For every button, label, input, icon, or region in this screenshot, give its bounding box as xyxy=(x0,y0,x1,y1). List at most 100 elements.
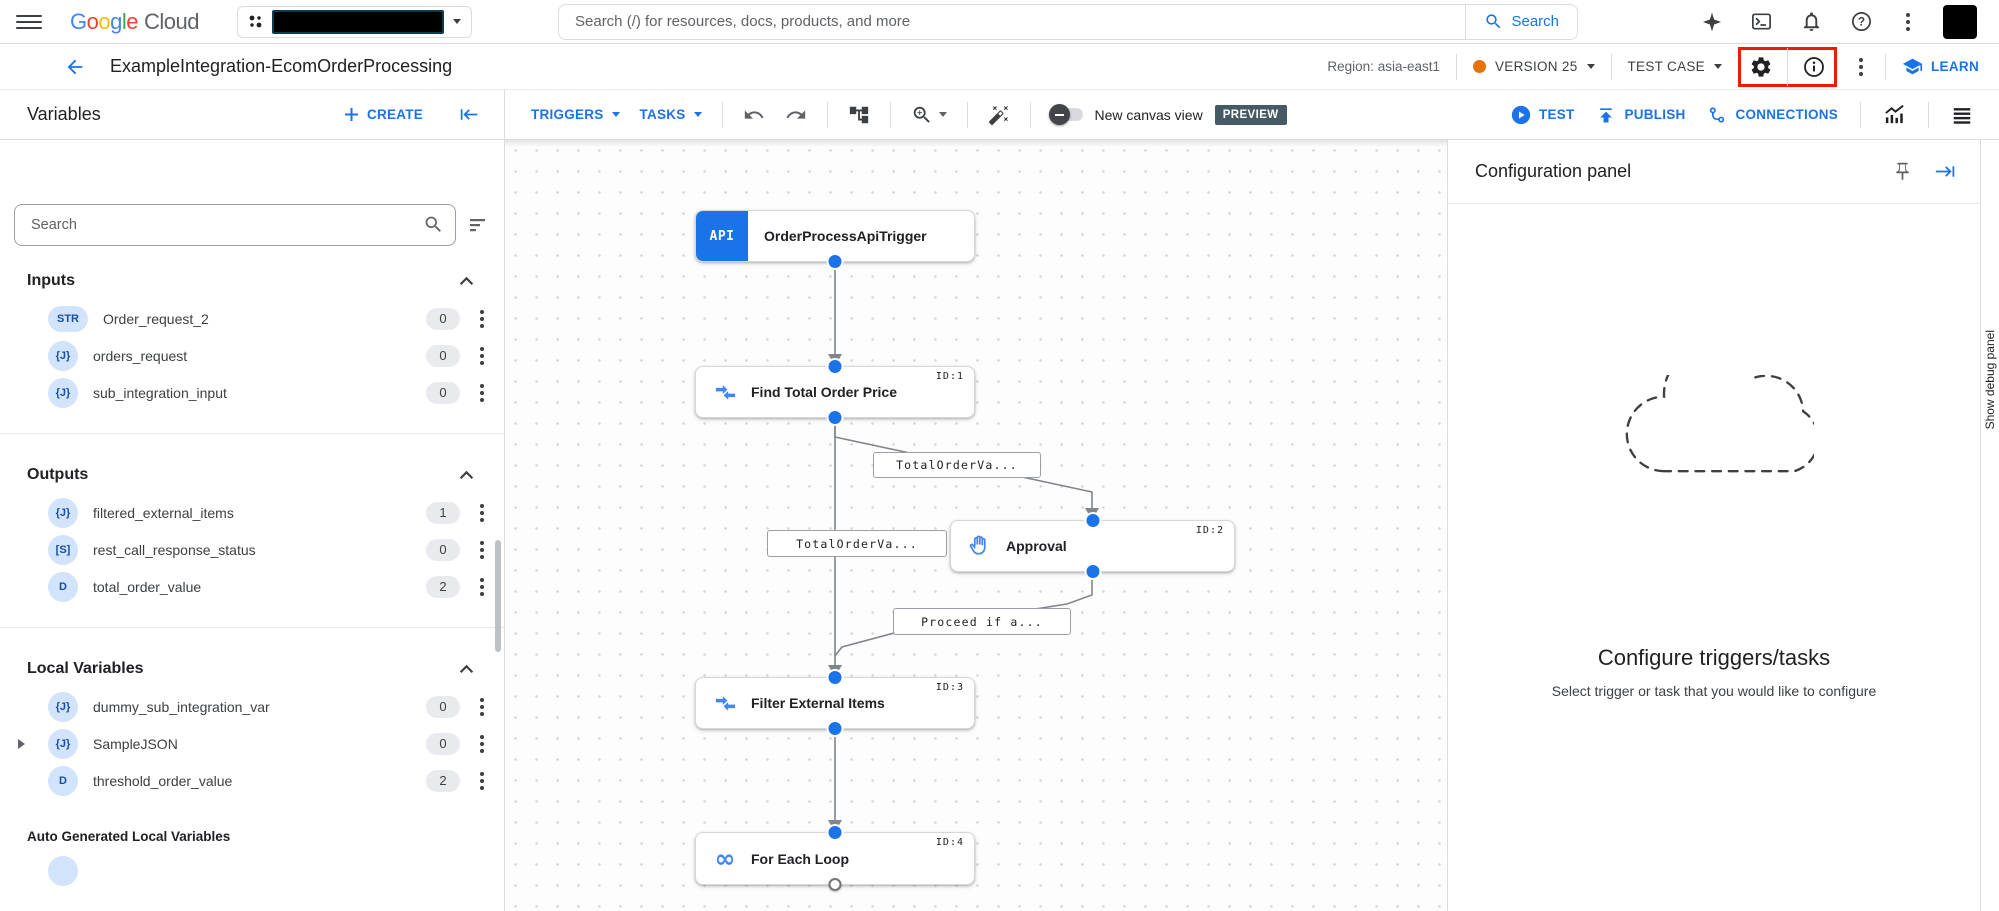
connection-dot[interactable] xyxy=(828,360,842,373)
metrics-button[interactable] xyxy=(1883,103,1906,126)
variables-sidebar: Inputs STR Order_request_2 0 {J} orders_… xyxy=(0,140,505,911)
collapse-variables-panel-button[interactable] xyxy=(459,104,480,125)
variable-name: filtered_external_items xyxy=(93,504,234,521)
connections-button[interactable]: CONNECTIONS xyxy=(1707,105,1838,125)
more-options-icon[interactable] xyxy=(1900,10,1916,34)
variable-count-badge: 2 xyxy=(426,769,460,792)
collapse-chevron-icon[interactable] xyxy=(459,470,474,480)
gemini-button[interactable] xyxy=(1701,11,1723,33)
connection-dot[interactable] xyxy=(828,878,842,891)
project-selector[interactable] xyxy=(237,5,472,38)
learn-button[interactable]: LEARN xyxy=(1902,56,1979,77)
variable-row[interactable]: STR Order_request_2 0 xyxy=(0,300,504,337)
bell-icon xyxy=(1803,12,1820,32)
connection-dot[interactable] xyxy=(828,722,842,735)
variables-search-input[interactable] xyxy=(14,204,456,246)
task-node-filter-external-items[interactable]: ID:3 Filter External Items xyxy=(695,671,975,735)
variable-row[interactable]: {J} orders_request 0 xyxy=(0,337,504,374)
show-debug-panel-toggle[interactable]: Show debug panel xyxy=(1980,140,1999,911)
info-button[interactable] xyxy=(1802,55,1826,79)
more-options-icon[interactable] xyxy=(474,307,490,331)
collapse-chevron-icon[interactable] xyxy=(459,664,474,674)
avatar[interactable] xyxy=(1943,4,1977,39)
chevron-down-icon xyxy=(611,112,620,117)
variable-type-badge: [S] xyxy=(48,534,78,565)
create-variable-button[interactable]: CREATE xyxy=(344,107,423,122)
more-options-icon[interactable] xyxy=(474,344,490,368)
sort-variables-button[interactable] xyxy=(468,215,488,235)
redo-button[interactable] xyxy=(785,104,807,126)
help-button[interactable]: ? xyxy=(1850,10,1873,33)
notifications-button[interactable] xyxy=(1800,10,1823,33)
more-options-icon[interactable] xyxy=(474,501,490,525)
variable-row[interactable]: {J} dummy_sub_integration_var 0 xyxy=(0,688,504,725)
undo-button[interactable] xyxy=(743,104,765,126)
task-node-approval[interactable]: ID:2 Approval xyxy=(950,514,1235,578)
beautify-button[interactable] xyxy=(988,104,1010,126)
more-options-icon[interactable] xyxy=(474,575,490,599)
menu-icon[interactable] xyxy=(16,9,42,35)
divider xyxy=(1029,101,1031,128)
task-node-find-total-order-price[interactable]: ID:1 Find Total Order Price xyxy=(695,360,975,424)
connection-dot[interactable] xyxy=(828,671,842,684)
divider xyxy=(889,101,891,128)
test-button[interactable]: TEST xyxy=(1511,105,1575,125)
variable-row[interactable]: D threshold_order_value 2 xyxy=(0,762,504,799)
cloud-shell-button[interactable] xyxy=(1750,10,1773,33)
trigger-node-order-process-api[interactable]: API OrderProcessApiTrigger xyxy=(695,210,975,268)
search-icon xyxy=(1486,14,1501,29)
more-options-icon[interactable] xyxy=(474,695,490,719)
triggers-dropdown[interactable]: TRIGGERS xyxy=(531,107,620,122)
global-search-input[interactable] xyxy=(559,4,1466,39)
variable-row[interactable] xyxy=(48,856,504,886)
node-label: For Each Loop xyxy=(751,850,849,867)
variable-name: total_order_value xyxy=(93,578,202,595)
region-label: Region: asia-east1 xyxy=(1327,59,1440,74)
logs-button[interactable] xyxy=(1951,104,1973,126)
task-node-for-each-loop[interactable]: ID:4 ∞ For Each Loop xyxy=(695,826,975,891)
more-options-icon[interactable] xyxy=(474,769,490,793)
pin-panel-button[interactable] xyxy=(1892,161,1913,182)
publish-button[interactable]: PUBLISH xyxy=(1596,105,1685,125)
variable-row[interactable]: D total_order_value 2 xyxy=(0,568,504,605)
more-options-icon[interactable] xyxy=(474,381,490,405)
variable-row[interactable]: [S] rest_call_response_status 0 xyxy=(0,531,504,568)
redo-icon xyxy=(786,109,805,119)
expand-arrow-icon[interactable] xyxy=(18,738,25,749)
sidebar-scrollbar[interactable] xyxy=(495,540,501,652)
more-options-icon[interactable] xyxy=(474,732,490,756)
divider xyxy=(966,101,968,128)
variable-row[interactable]: {J} sub_integration_input 0 xyxy=(0,374,504,411)
new-canvas-view-toggle[interactable] xyxy=(1048,104,1083,125)
connection-dot[interactable] xyxy=(828,411,842,424)
integration-canvas[interactable]: TotalOrderVa... TotalOrderVa... Proceed … xyxy=(505,140,1447,911)
tasks-dropdown[interactable]: TASKS xyxy=(640,107,702,122)
connection-dot[interactable] xyxy=(1086,565,1099,578)
more-options-icon[interactable] xyxy=(1853,55,1869,79)
search-button[interactable]: Search xyxy=(1465,4,1577,39)
play-circle-icon xyxy=(1511,105,1531,124)
back-button[interactable] xyxy=(64,56,86,78)
edge-label[interactable]: Proceed if a... xyxy=(893,608,1071,635)
settings-button[interactable] xyxy=(1749,55,1773,79)
auto-layout-button[interactable] xyxy=(848,104,870,126)
metrics-chart-icon xyxy=(1885,104,1904,124)
connection-dot[interactable] xyxy=(828,255,842,268)
preview-badge: PREVIEW xyxy=(1214,104,1287,125)
cloud-shell-icon xyxy=(1752,13,1771,30)
variable-row[interactable]: {J} SampleJSON 0 xyxy=(0,725,504,762)
edge-label[interactable]: TotalOrderVa... xyxy=(767,530,947,557)
more-options-icon[interactable] xyxy=(474,538,490,562)
divider xyxy=(0,627,504,628)
variable-row[interactable]: {J} filtered_external_items 1 xyxy=(0,494,504,531)
divider xyxy=(1860,101,1861,128)
collapse-chevron-icon[interactable] xyxy=(459,276,474,286)
search-icon xyxy=(423,214,444,235)
zoom-dropdown[interactable] xyxy=(911,104,947,126)
edge-label[interactable]: TotalOrderVa... xyxy=(873,452,1041,478)
collapse-config-panel-button[interactable] xyxy=(1935,161,1956,182)
version-dropdown[interactable]: VERSION 25 xyxy=(1472,59,1595,74)
test-case-dropdown[interactable]: TEST CASE xyxy=(1628,59,1722,74)
connection-dot[interactable] xyxy=(1086,514,1099,527)
connection-dot[interactable] xyxy=(828,826,842,839)
